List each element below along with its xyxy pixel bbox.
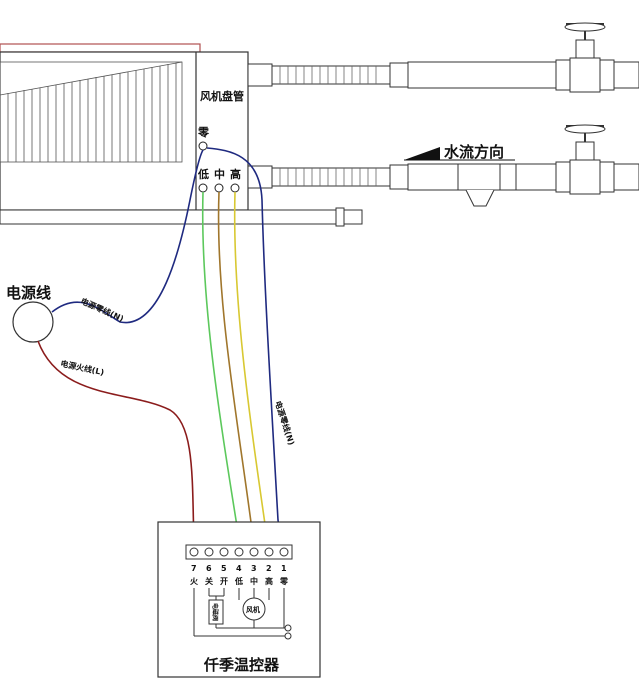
power-cord-circle <box>12 301 54 343</box>
terminal-label-neutral: 零 <box>279 576 289 586</box>
live-wire <box>37 340 195 546</box>
terminal-number-3: 3 <box>251 564 257 573</box>
neutral-wire-upper-label: 电源零线(N) <box>79 296 125 324</box>
live-wire-label: 电源火线(L) <box>60 358 106 377</box>
drain-pipe <box>0 207 363 227</box>
terminal-label-mid: 中 <box>250 576 258 586</box>
terminal-number-5: 5 <box>221 564 227 573</box>
high-speed-wire <box>233 191 269 546</box>
terminal-neutral-screw <box>198 141 208 151</box>
terminal-number-7: 7 <box>191 564 197 573</box>
upper-pipe <box>247 22 639 93</box>
terminal-label-open: 开 <box>220 577 228 586</box>
thermostat-title: 仟季温控器 <box>203 656 280 674</box>
terminal-low-screw <box>198 183 208 193</box>
power-cord: 电源线 <box>6 284 54 343</box>
terminal-high-label: 高 <box>230 167 241 181</box>
fan-motor-label: 风机 <box>246 605 260 614</box>
terminal-number-6: 6 <box>206 564 212 573</box>
terminal-neutral-label: 零 <box>197 126 210 139</box>
terminal-number-1: 1 <box>281 564 287 573</box>
flow-direction: 水流方向 <box>404 143 515 161</box>
terminal-number-4: 4 <box>236 564 242 573</box>
neutral-wire-lower <box>206 147 283 546</box>
internal-circuit <box>193 588 286 637</box>
fan-motor-circle <box>242 597 266 621</box>
terminal-label-high: 高 <box>265 576 273 586</box>
solenoid-valve-label: 电磁阀 <box>211 603 219 621</box>
wires <box>37 147 283 546</box>
flow-direction-label: 水流方向 <box>444 143 504 161</box>
coil-fins <box>0 61 183 163</box>
thermostat: 7 6 5 4 3 2 1 火 关 开 低 中 高 零 <box>157 521 321 678</box>
solenoid-valve-box <box>208 599 224 625</box>
terminal-label-low: 低 <box>234 576 243 586</box>
lower-pipe <box>247 124 639 207</box>
terminal-mid-screw <box>214 183 224 193</box>
power-cord-label: 电源线 <box>6 284 51 302</box>
flow-arrow-icon <box>404 147 440 160</box>
unit-name-label: 风机盘管 <box>200 89 244 103</box>
terminal-high-screw <box>230 183 240 193</box>
terminal-label-live: 火 <box>190 577 199 586</box>
neutral-wire-lower-label: 电源零线(N) <box>273 400 297 447</box>
mid-speed-wire <box>217 191 255 546</box>
neutral-wire-upper <box>51 149 204 324</box>
terminal-mid-label: 中 <box>214 167 225 181</box>
terminal-label-close: 关 <box>205 576 213 586</box>
terminal-number-2: 2 <box>266 564 272 573</box>
terminal-low-label: 低 <box>197 167 209 181</box>
fan-coil-unit: 风机盘管 <box>0 43 249 211</box>
low-speed-wire <box>201 191 241 546</box>
